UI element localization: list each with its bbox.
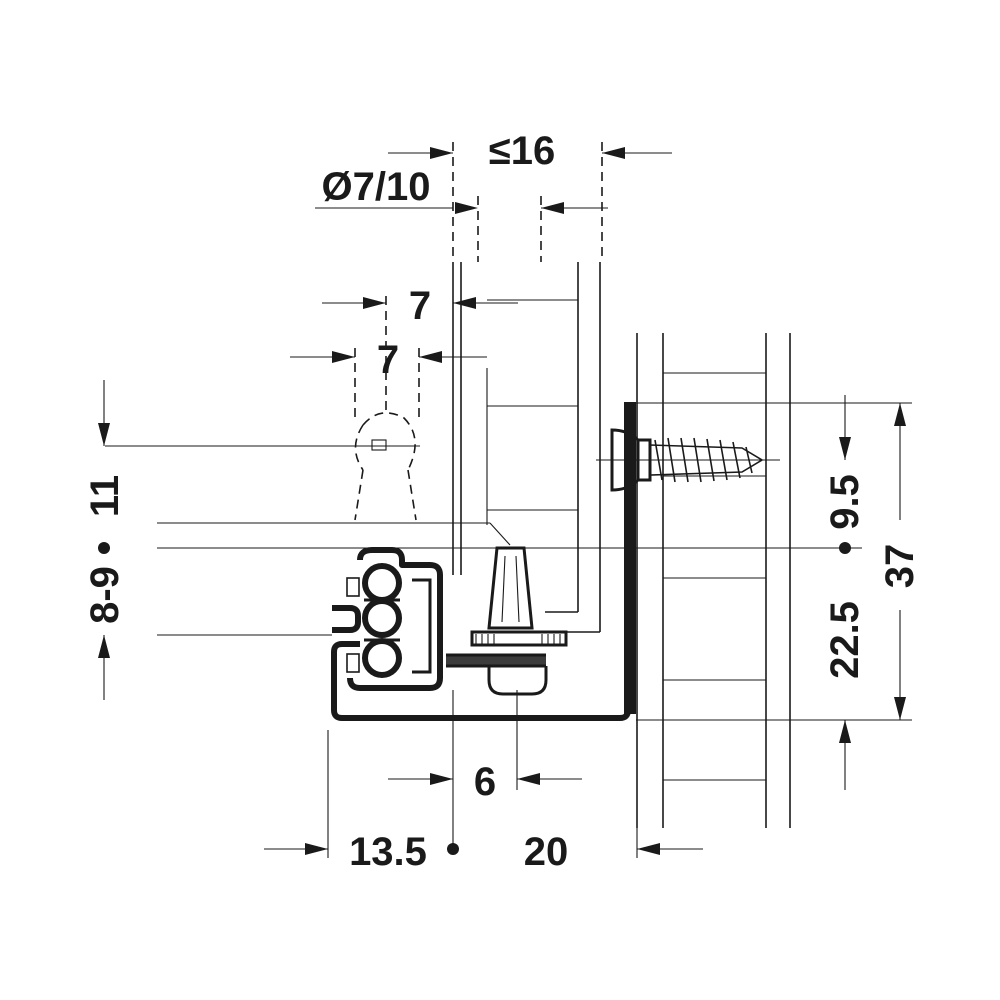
dim-label-9-5: 9.5: [823, 474, 867, 530]
dim-label-20: 20: [524, 830, 569, 874]
dim-label-13-5: 13.5: [349, 830, 427, 874]
dim-label-max-16: ≤16: [489, 129, 555, 173]
wood-screw: [596, 428, 780, 492]
dim-label-7-upper: 7: [409, 284, 431, 328]
dim-label-11: 11: [83, 475, 127, 517]
locking-pin: [470, 546, 568, 696]
dim-label-37: 37: [878, 544, 922, 589]
dim-label-7-lower: 7: [377, 338, 399, 382]
reference-lines: [105, 142, 912, 858]
reference-dot-right: [839, 542, 851, 554]
runner-profile: [331, 402, 636, 721]
reference-dot-left: [98, 542, 110, 554]
dimension-arrows: [98, 147, 906, 855]
dim-label-diameter: Ø7/10: [322, 165, 431, 209]
dim-label-6: 6: [474, 760, 496, 804]
cabinet-side-panel: [636, 333, 791, 828]
ball-bearing-carriage: [332, 547, 443, 691]
hole-pin-dashed: [354, 412, 420, 521]
dim-label-22-5: 22.5: [823, 601, 867, 679]
reference-dot-bottom: [447, 843, 459, 855]
dim-label-8-9: 8-9: [83, 566, 127, 624]
